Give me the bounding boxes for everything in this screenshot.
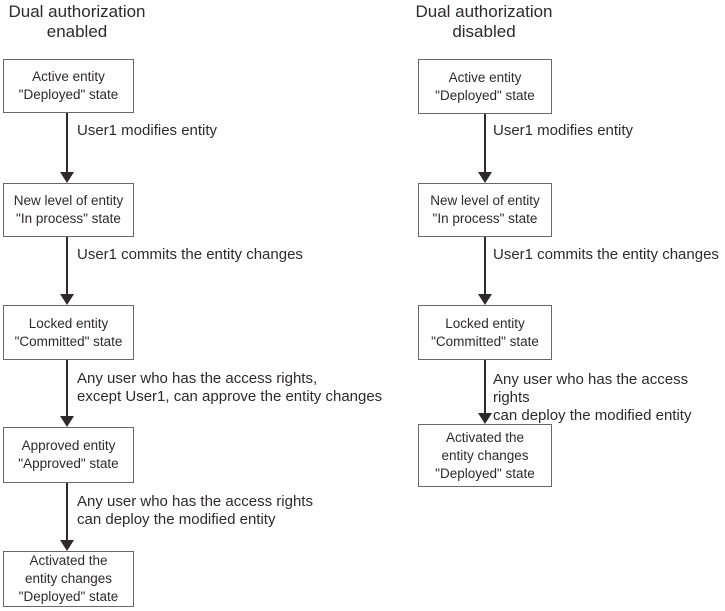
flow-node-approved-enabled: Approved entity "Approved" state xyxy=(3,427,134,483)
arrow-line xyxy=(484,114,486,172)
flow-node-deployed-final-disabled: Activated the entity changes "Deployed" … xyxy=(418,424,552,487)
flow-title-enabled: Dual authorization enabled xyxy=(8,2,146,41)
arrow-head-icon xyxy=(478,294,492,305)
flow-node-in-process-disabled: New level of entity "In process" state xyxy=(418,183,552,237)
arrow-label-modify-enabled: User1 modifies entity xyxy=(77,122,218,139)
flow-node-in-process-enabled: New level of entity "In process" state xyxy=(3,183,134,237)
arrow-head-icon xyxy=(60,416,74,427)
flow-node-committed-enabled: Locked entity "Committed" state xyxy=(3,305,134,360)
arrow-head-icon xyxy=(478,172,492,183)
flow-node-committed-disabled: Locked entity "Committed" state xyxy=(418,305,552,360)
arrow-head-icon xyxy=(60,540,74,551)
arrow-head-icon xyxy=(60,294,74,305)
arrow-label-deploy-disabled: Any user who has the access rights can d… xyxy=(493,371,692,424)
arrow-head-icon xyxy=(478,413,492,424)
flow-node-deployed-final-enabled: Activated the entity changes "Deployed" … xyxy=(3,551,134,607)
arrow-line xyxy=(484,237,486,294)
arrow-label-commit-disabled: User1 commits the entity changes xyxy=(493,246,719,263)
flow-node-deployed-disabled: Active entity "Deployed" state xyxy=(418,59,552,114)
flow-title-disabled: Dual authorization disabled xyxy=(415,2,553,41)
arrow-line xyxy=(484,360,486,413)
arrow-label-modify-disabled: User1 modifies entity xyxy=(493,122,634,139)
arrow-label-deploy-enabled: Any user who has the access rights can d… xyxy=(77,493,313,528)
arrow-line xyxy=(66,113,68,172)
arrow-line xyxy=(66,237,68,294)
flow-node-deployed-enabled: Active entity "Deployed" state xyxy=(3,59,134,113)
arrow-line xyxy=(66,360,68,416)
arrow-head-icon xyxy=(60,172,74,183)
arrow-line xyxy=(66,483,68,540)
arrow-label-approve-enabled: Any user who has the access rights, exce… xyxy=(77,370,383,405)
arrow-label-commit-enabled: User1 commits the entity changes xyxy=(77,246,303,263)
